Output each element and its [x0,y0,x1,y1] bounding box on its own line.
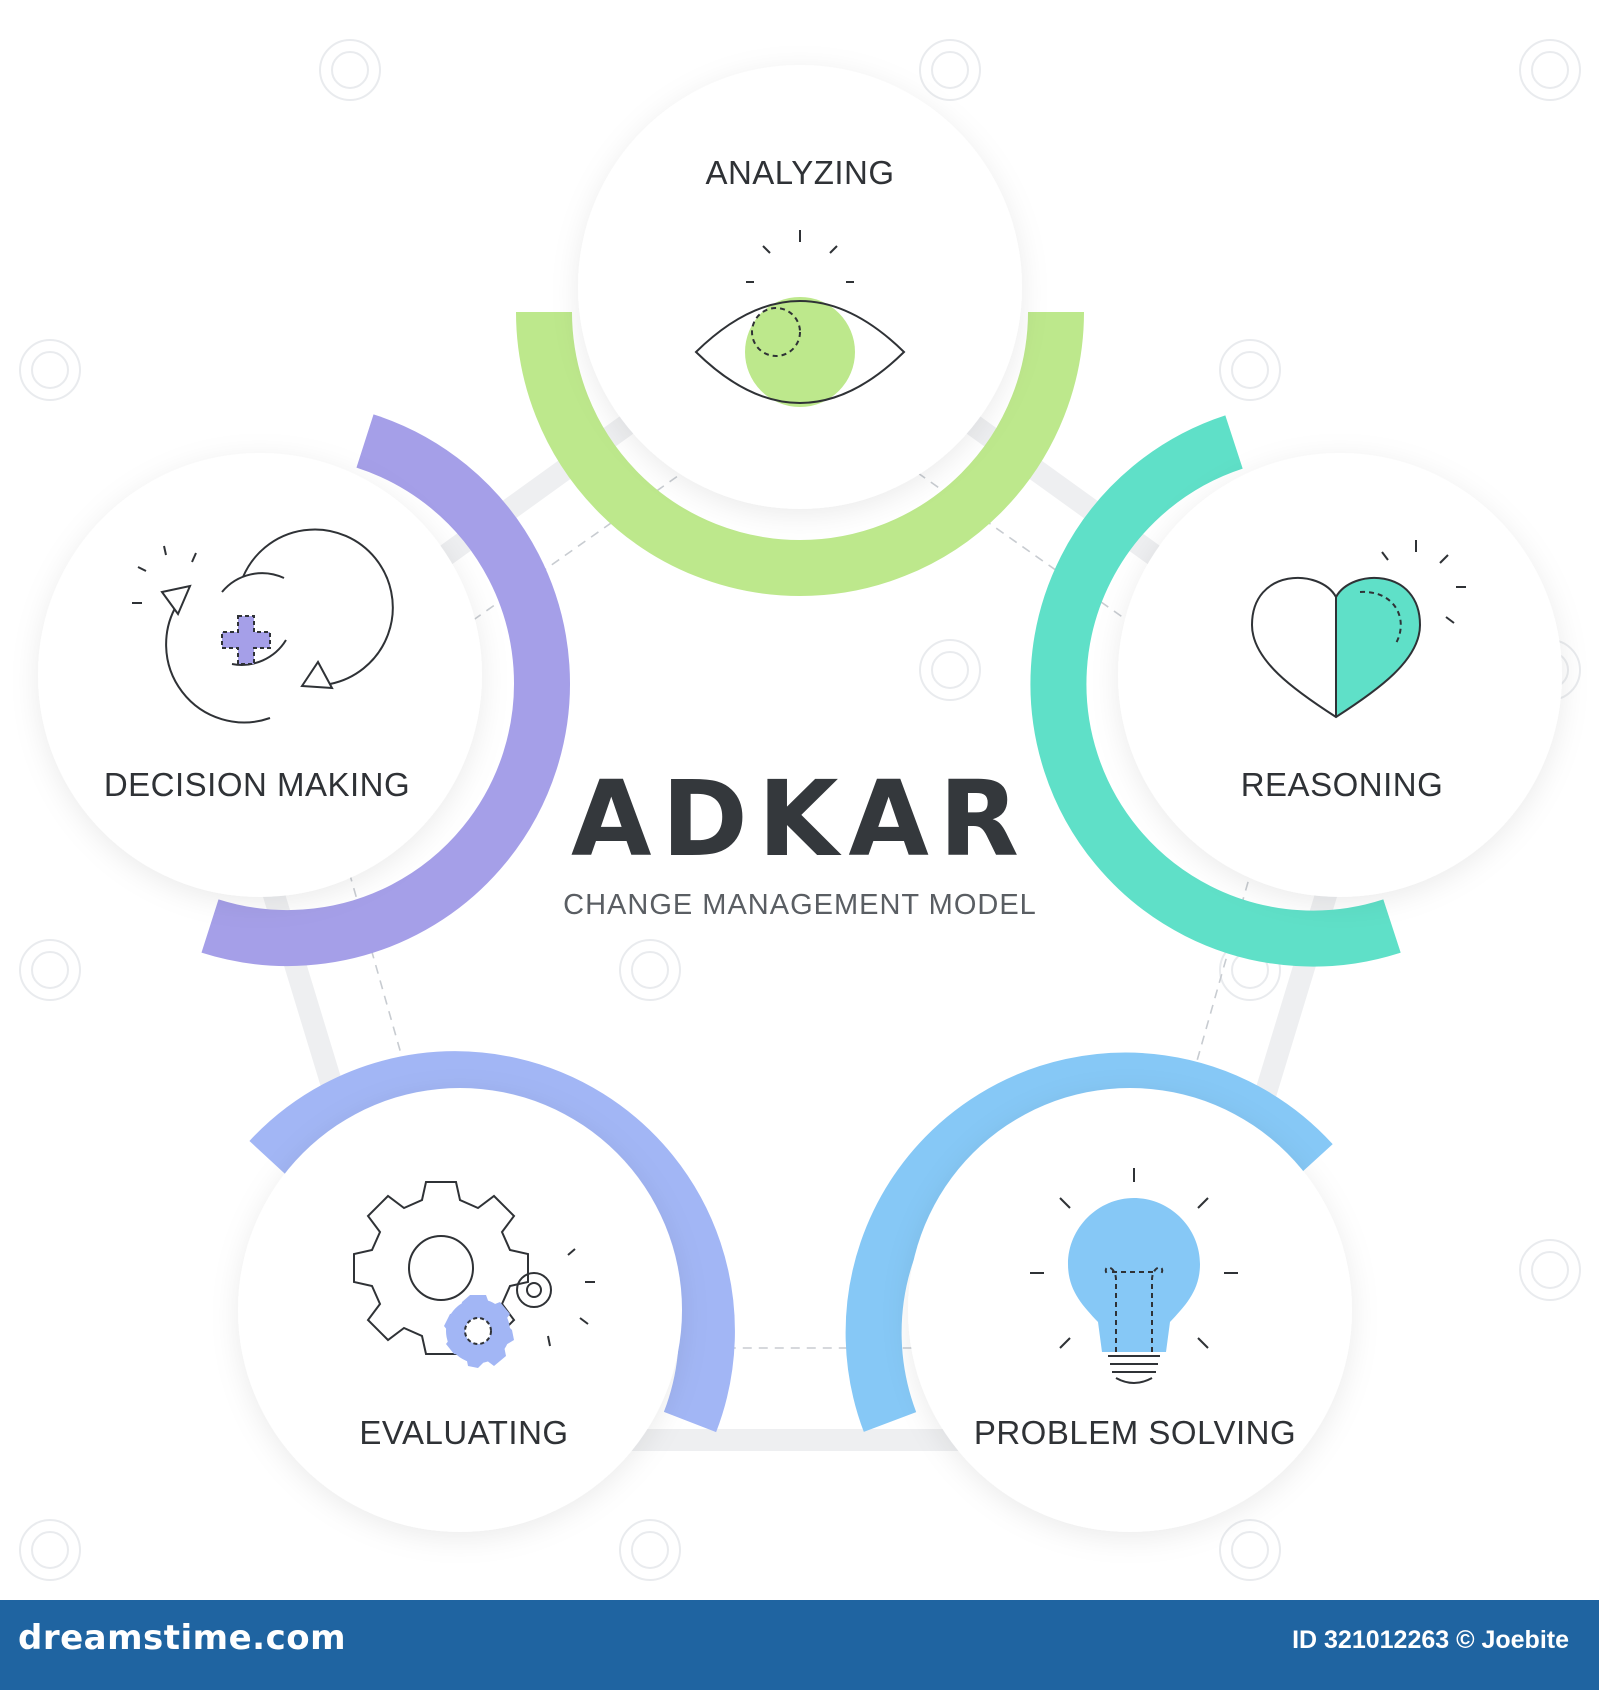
decision-making-label: DECISION MAKING [104,766,410,803]
decision-making-arc [201,414,571,967]
decision-making-circle [38,453,482,897]
eye-icon [694,230,906,407]
analyzing-label: ANALYZING [705,154,894,191]
analyzing-arc [516,311,1084,596]
footer-site-name[interactable]: dreamstime.com [18,1618,347,1658]
lightbulb-icon [1030,1168,1238,1384]
problem-solving-label: PROBLEM SOLVING [974,1414,1296,1451]
problem-solving-arc [845,1052,1333,1432]
footer-image-id: ID 321012263 © Joebite [1292,1626,1569,1654]
heart-icon [1250,540,1466,719]
analyzing-circle [578,65,1022,509]
gears-icon [353,1181,595,1368]
reasoning-label: REASONING [1241,766,1444,803]
evaluating-label: EVALUATING [359,1414,568,1451]
subtitle: CHANGE MANAGEMENT MODEL [563,889,1037,921]
main-title: ADKAR [571,758,1029,880]
cycle-plus-icon [132,528,394,724]
footer-bar: dreamstime.com ID 321012263 © Joebite [0,1600,1599,1690]
evaluating-arc [249,1051,735,1433]
adkar-diagram: ANALYZING REASONING PROBLEM SOLVING EVAL… [19,39,1581,1581]
reasoning-arc [1030,415,1401,967]
